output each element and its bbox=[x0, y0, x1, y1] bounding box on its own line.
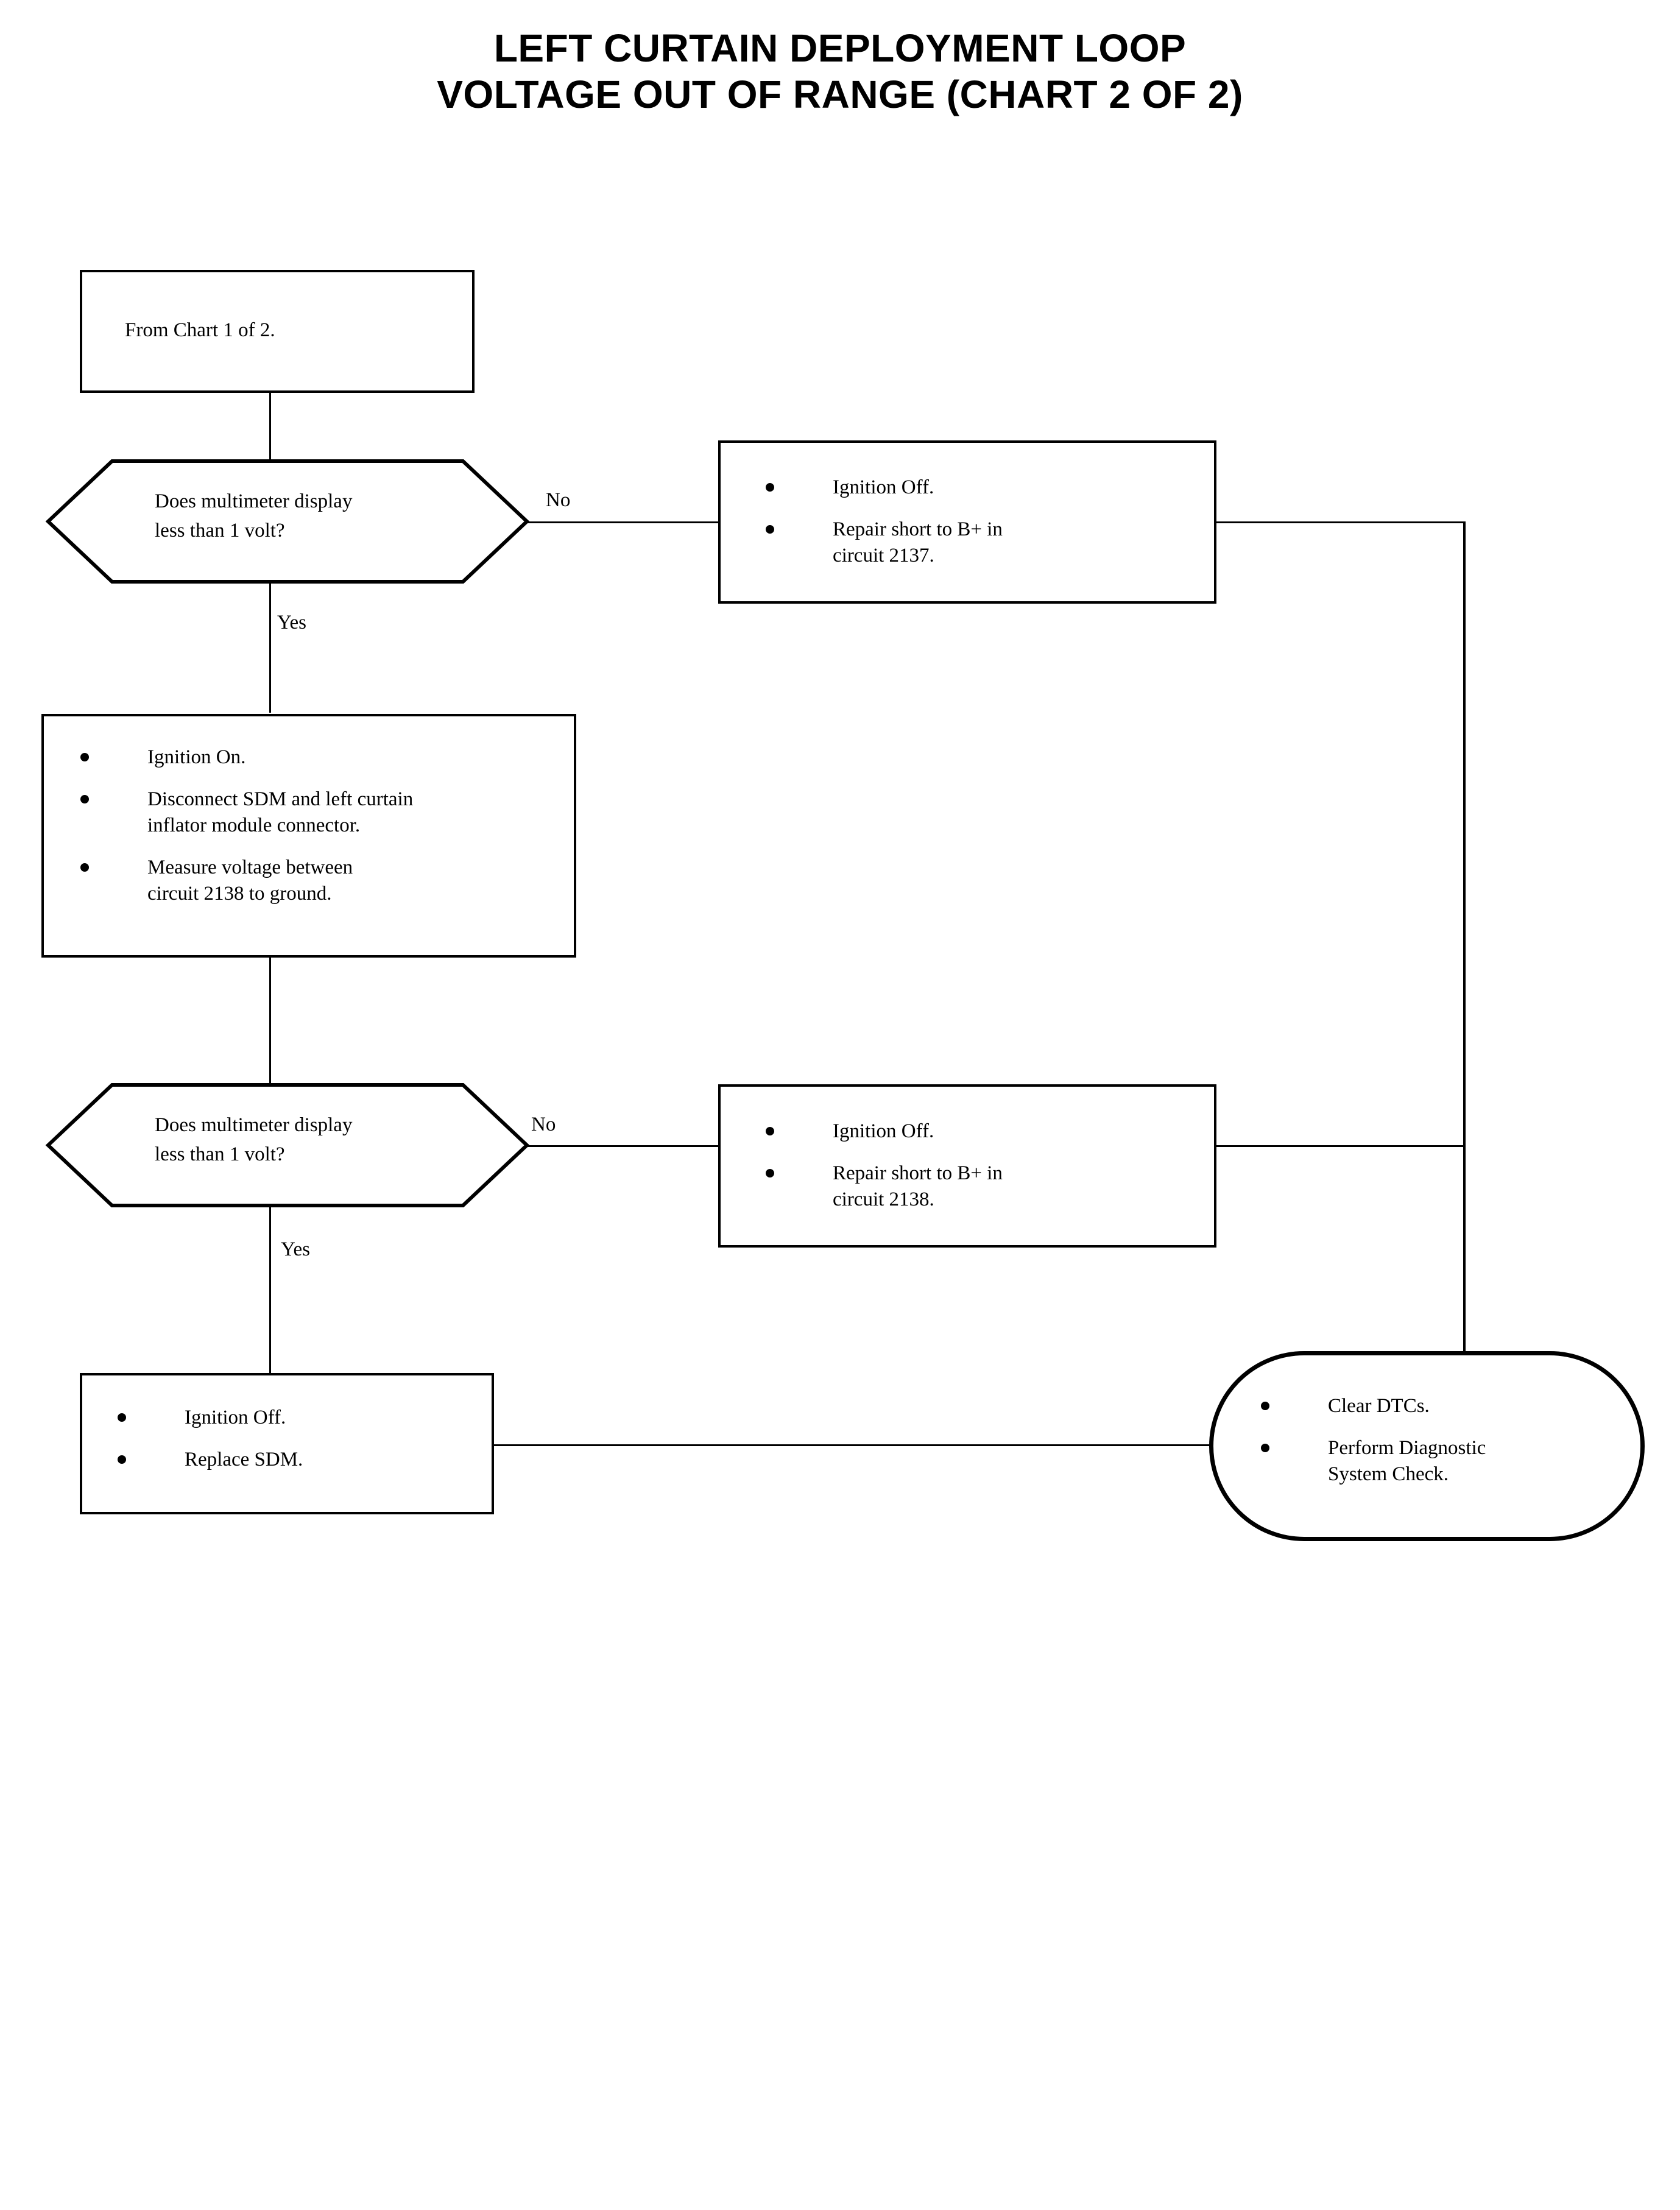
connector-start-to-decision1 bbox=[269, 393, 271, 462]
node-decision-2-text: Does multimeter display less than 1 volt… bbox=[155, 1114, 353, 1165]
page-title-line-2: VOLTAGE OUT OF RANGE (CHART 2 OF 2) bbox=[437, 72, 1243, 116]
page-title-line-1: LEFT CURTAIN DEPLOYMENT LOOP bbox=[493, 26, 1187, 70]
connector-decision2-yes bbox=[269, 1206, 271, 1375]
bullet-item: Ignition On. bbox=[80, 744, 562, 771]
bullet-item: Perform Diagnostic System Check. bbox=[1261, 1435, 1614, 1488]
bullet-item: Replace SDM. bbox=[118, 1447, 459, 1473]
node-repair-2138[interactable]: Ignition Off. Repair short to B+ in circ… bbox=[718, 1084, 1216, 1248]
node-repair-2137[interactable]: Ignition Off. Repair short to B+ in circ… bbox=[718, 440, 1216, 604]
node-decision-1-text: Does multimeter display less than 1 volt… bbox=[155, 490, 353, 542]
node-replace-sdm[interactable]: Ignition Off. Replace SDM. bbox=[80, 1373, 494, 1514]
node-terminal-clear-dtcs[interactable]: Clear DTCs. Perform Diagnostic System Ch… bbox=[1209, 1351, 1645, 1541]
page-title: LEFT CURTAIN DEPLOYMENT LOOP VOLTAGE OUT… bbox=[0, 26, 1680, 118]
connector-act1-to-bus bbox=[1215, 521, 1465, 523]
connector-decision1-no bbox=[527, 521, 718, 523]
node-from-chart-1-text: From Chart 1 of 2. bbox=[125, 319, 275, 341]
connector-act4-to-terminal bbox=[493, 1444, 1234, 1446]
bullet-item: Measure voltage between circuit 2138 to … bbox=[80, 855, 562, 907]
bullet-list: Ignition On. Disconnect SDM and left cur… bbox=[80, 744, 562, 906]
bullet-item: Clear DTCs. bbox=[1261, 1393, 1614, 1419]
hexagon-shape-2 bbox=[45, 1083, 530, 1207]
bullet-list: Ignition Off. Repair short to B+ in circ… bbox=[766, 475, 1192, 569]
bullet-item: Disconnect SDM and left curtain inflator… bbox=[80, 786, 562, 839]
connector-act2-to-decision2 bbox=[269, 956, 271, 1087]
bullet-list: Clear DTCs. Perform Diagnostic System Ch… bbox=[1261, 1393, 1614, 1488]
edge-label-no-1: No bbox=[546, 489, 571, 511]
connector-right-bus bbox=[1463, 521, 1466, 1355]
node-from-chart-1[interactable]: From Chart 1 of 2. bbox=[80, 270, 475, 393]
node-decision-2[interactable]: Does multimeter display less than 1 volt… bbox=[45, 1082, 530, 1209]
bullet-item: Repair short to B+ in circuit 2137. bbox=[766, 517, 1192, 569]
bullet-item: Ignition Off. bbox=[118, 1405, 459, 1431]
node-measure-2138[interactable]: Ignition On. Disconnect SDM and left cur… bbox=[41, 714, 576, 958]
edge-label-no-2: No bbox=[531, 1114, 556, 1135]
bullet-list: Ignition Off. Repair short to B+ in circ… bbox=[766, 1118, 1192, 1213]
bullet-item: Repair short to B+ in circuit 2138. bbox=[766, 1160, 1192, 1213]
hexagon-shape-1 bbox=[45, 459, 530, 584]
bullet-item: Ignition Off. bbox=[766, 1118, 1192, 1145]
connector-act3-to-bus bbox=[1215, 1145, 1465, 1147]
bullet-list: Ignition Off. Replace SDM. bbox=[118, 1405, 459, 1473]
bullet-item: Ignition Off. bbox=[766, 475, 1192, 501]
edge-label-yes-2: Yes bbox=[281, 1238, 311, 1260]
edge-label-yes-1: Yes bbox=[277, 612, 307, 634]
connector-decision1-yes bbox=[269, 582, 271, 713]
node-decision-1[interactable]: Does multimeter display less than 1 volt… bbox=[45, 458, 530, 585]
connector-decision2-no bbox=[527, 1145, 718, 1147]
